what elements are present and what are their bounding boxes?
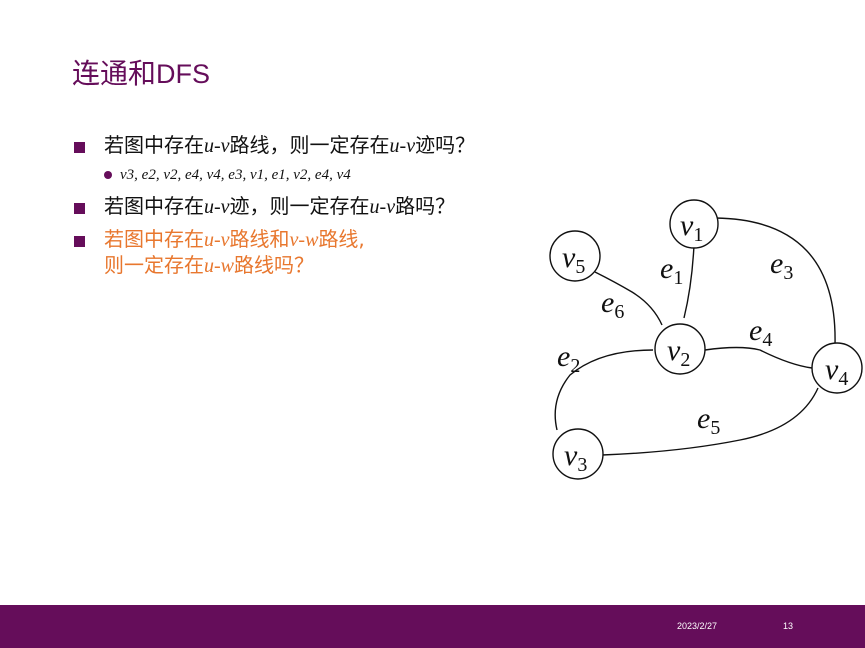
vertex-v4-node	[811, 342, 863, 394]
bullet-square-icon	[74, 203, 85, 214]
bullet-square-icon	[74, 142, 85, 153]
edge-e2-label: e2	[557, 340, 580, 377]
vertex-v2-node	[654, 323, 706, 375]
vertex-v3-node	[552, 428, 604, 480]
bullet-1: 若图中存在u-v路线，则一定存在u-v迹吗？	[104, 133, 476, 157]
edge-e5-label: e5	[697, 402, 720, 439]
edge-e1-label: e1	[660, 252, 683, 289]
vertex-v2-label: v2	[667, 334, 690, 371]
bullet-square-icon	[74, 236, 85, 247]
vertex-v1-label: v1	[680, 209, 703, 246]
footer-bar	[0, 605, 865, 648]
vertex-v3-label: v3	[564, 439, 587, 476]
graph-diagram: v1 v5 v2 v4 v3 e1 e2 e3 e4 e5 e6	[549, 199, 863, 480]
slide-title: 连通和DFS	[72, 52, 210, 92]
title-en: DFS	[156, 59, 211, 89]
title-cn: 连通和	[72, 57, 157, 90]
bullet-3-line-2: 则一定存在u-w路线吗？	[104, 253, 314, 277]
edge-e3-label: e3	[770, 247, 793, 284]
edge-e6	[594, 271, 663, 326]
edge-e6-label: e6	[601, 286, 624, 323]
edge-e2	[554, 349, 654, 431]
vertex-v1-node	[669, 199, 719, 249]
edge-e4	[704, 346, 813, 369]
bullet-3-line-1: 若图中存在u-v路线和v-w路线,	[104, 227, 365, 251]
vertex-v5-node	[549, 230, 601, 282]
edge-e5	[601, 387, 819, 456]
bullet-dot-icon	[104, 171, 112, 179]
walk-sequence: v3, e2, v2, e4, v4, e3, v1, e1, v2, e4, …	[120, 167, 351, 183]
vertex-v5-label: v5	[562, 241, 585, 278]
vertex-v4-label: v4	[825, 353, 848, 390]
page-number: 13	[783, 621, 794, 631]
bullet-2: 若图中存在u-v迹，则一定存在u-v路吗？	[104, 194, 456, 218]
edge-e4-label: e4	[749, 314, 772, 351]
edge-e3	[715, 217, 836, 346]
footer-date: 2023/2/27	[677, 621, 718, 631]
edge-e1	[683, 244, 695, 319]
